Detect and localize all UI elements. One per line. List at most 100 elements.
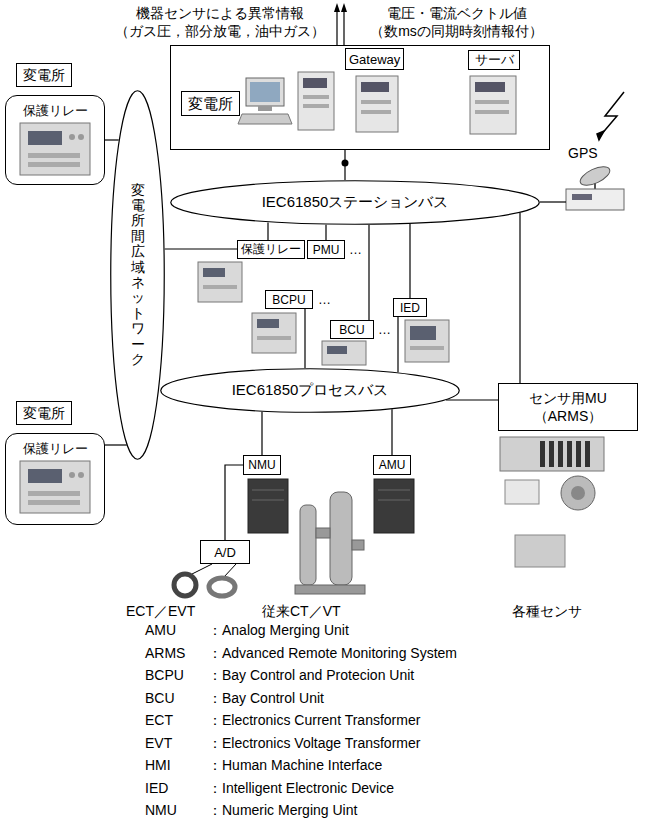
- relay-device: [203, 285, 237, 289]
- node-label: 変電所間広域ネットワーク: [131, 183, 145, 368]
- ad-box: A/D: [200, 540, 250, 564]
- abbreviation: ARMS: [145, 645, 185, 661]
- sensor-rack: [549, 441, 554, 467]
- gateway-device: [361, 110, 391, 114]
- merging-unit-cabinet: [248, 479, 288, 533]
- node-label: A/D: [214, 545, 236, 560]
- sensor-mu-box: センサ用MU （ARMS）: [498, 383, 638, 431]
- sensor-icon: [571, 486, 585, 500]
- junction-dot: [342, 160, 349, 167]
- merging-unit-cabinet: [248, 479, 288, 533]
- node-label: NMU: [248, 458, 275, 472]
- bcpu-device: [252, 313, 296, 353]
- gps-antenna: [540, 163, 624, 210]
- abbreviation-description: ：Electronics Voltage Transformer: [208, 735, 420, 751]
- sensor-rack: [585, 441, 590, 467]
- abbreviation: AMU: [145, 622, 176, 638]
- part-label: 従来CT／VT: [262, 603, 341, 619]
- bus-line: [368, 225, 369, 320]
- device-label: PMU: [307, 240, 345, 259]
- bus-line: [261, 412, 262, 455]
- gateway-device: [361, 100, 391, 104]
- bus-line: [225, 465, 243, 540]
- node-label: AMU: [379, 458, 406, 472]
- sensor-icon: [505, 480, 539, 504]
- ct-vt-equipment: [295, 492, 365, 594]
- relay-device: [203, 268, 225, 277]
- ct-vt-equipment: [352, 540, 364, 550]
- merging-unit-cabinet: [378, 500, 410, 501]
- bus-line: [165, 248, 237, 249]
- relay-device: [20, 461, 90, 513]
- hmi-computer: [246, 78, 284, 106]
- device-label: IED: [393, 298, 427, 317]
- merging-unit-cabinet: [252, 500, 284, 501]
- relay-device: [78, 472, 84, 478]
- node-label: 保護リレー: [6, 102, 104, 120]
- output-arrow: [341, 3, 347, 12]
- ellipse-outline: [171, 181, 540, 225]
- ect-evt-sensor: [224, 564, 236, 577]
- server-device: [470, 76, 516, 134]
- sensor-rack: [567, 441, 572, 467]
- server-device: [475, 82, 505, 92]
- sensor-icon: [561, 476, 595, 510]
- relay-device: [69, 472, 75, 478]
- part-label: ECT／EVT: [126, 603, 195, 619]
- sensor-rack: [576, 441, 581, 467]
- ct-vt-equipment: [316, 528, 330, 538]
- gps-label: GPS: [568, 145, 598, 161]
- abbreviation-description: ：Bay Control and Protecion Unit: [208, 667, 414, 683]
- abbreviation-description: ：Advanced Remote Monitoring System: [208, 645, 457, 661]
- relay-device: [28, 491, 80, 496]
- relay-device: [20, 461, 90, 513]
- part-label: 各種センサ: [512, 603, 582, 619]
- bus-line: [267, 222, 268, 240]
- ied-device: [405, 320, 449, 362]
- substation-box: 変電所保護リレー: [5, 95, 105, 185]
- gateway-box: Gateway: [345, 48, 404, 70]
- station-device: [303, 95, 329, 99]
- heading-label: 変電所: [16, 63, 72, 87]
- sensor-rack: [500, 437, 604, 471]
- abbreviation: BCPU: [145, 667, 184, 683]
- merging-unit-cabinet: [252, 490, 284, 491]
- bus-line: [325, 225, 326, 240]
- relay-device: [28, 500, 80, 505]
- radio-lightning: [597, 131, 604, 140]
- hmi-computer: [250, 82, 280, 102]
- bus-line: [105, 444, 127, 445]
- device-label: AMU: [373, 455, 411, 475]
- gateway-device: [356, 76, 398, 132]
- gateway-device: [356, 76, 398, 132]
- ied-device: [405, 320, 449, 362]
- ect-evt-sensor: [174, 574, 196, 596]
- gateway-device: [361, 82, 389, 92]
- abbreviation-description: ：Bay Control Unit: [208, 690, 324, 706]
- relay-device: [20, 123, 90, 175]
- ied-device: [410, 326, 436, 340]
- substation-box: 変電所保護リレー: [5, 433, 105, 525]
- server-device: [475, 100, 509, 104]
- merging-unit-cabinet: [374, 479, 414, 533]
- bus-line: [397, 317, 398, 372]
- ellipsis: …: [378, 320, 391, 339]
- ct-vt-equipment: [300, 505, 316, 585]
- output-arrow: [334, 3, 347, 45]
- abbreviation-description: ：Analog Merging Unit: [208, 622, 349, 638]
- node-label: PMU: [313, 243, 340, 257]
- node-label: BCPU: [272, 293, 305, 307]
- ect-evt-sensor: [192, 564, 212, 574]
- ellipse-outline: [161, 369, 460, 413]
- relay-device: [198, 262, 242, 302]
- abbreviation-description: ：Intelligent Electronic Device: [208, 780, 394, 796]
- heading-label: 変電所: [16, 401, 72, 425]
- abbreviation-description: ：Numeric Merging Uint: [208, 802, 357, 818]
- device-label: NMU: [243, 455, 281, 475]
- abbreviation: EVT: [145, 735, 172, 751]
- bcpu-device: [252, 313, 296, 353]
- abbreviation: IED: [145, 780, 168, 796]
- relay-device: [69, 134, 75, 140]
- node-label: IEC61850プロセスバス: [232, 381, 389, 400]
- abbreviation: HMI: [145, 757, 171, 773]
